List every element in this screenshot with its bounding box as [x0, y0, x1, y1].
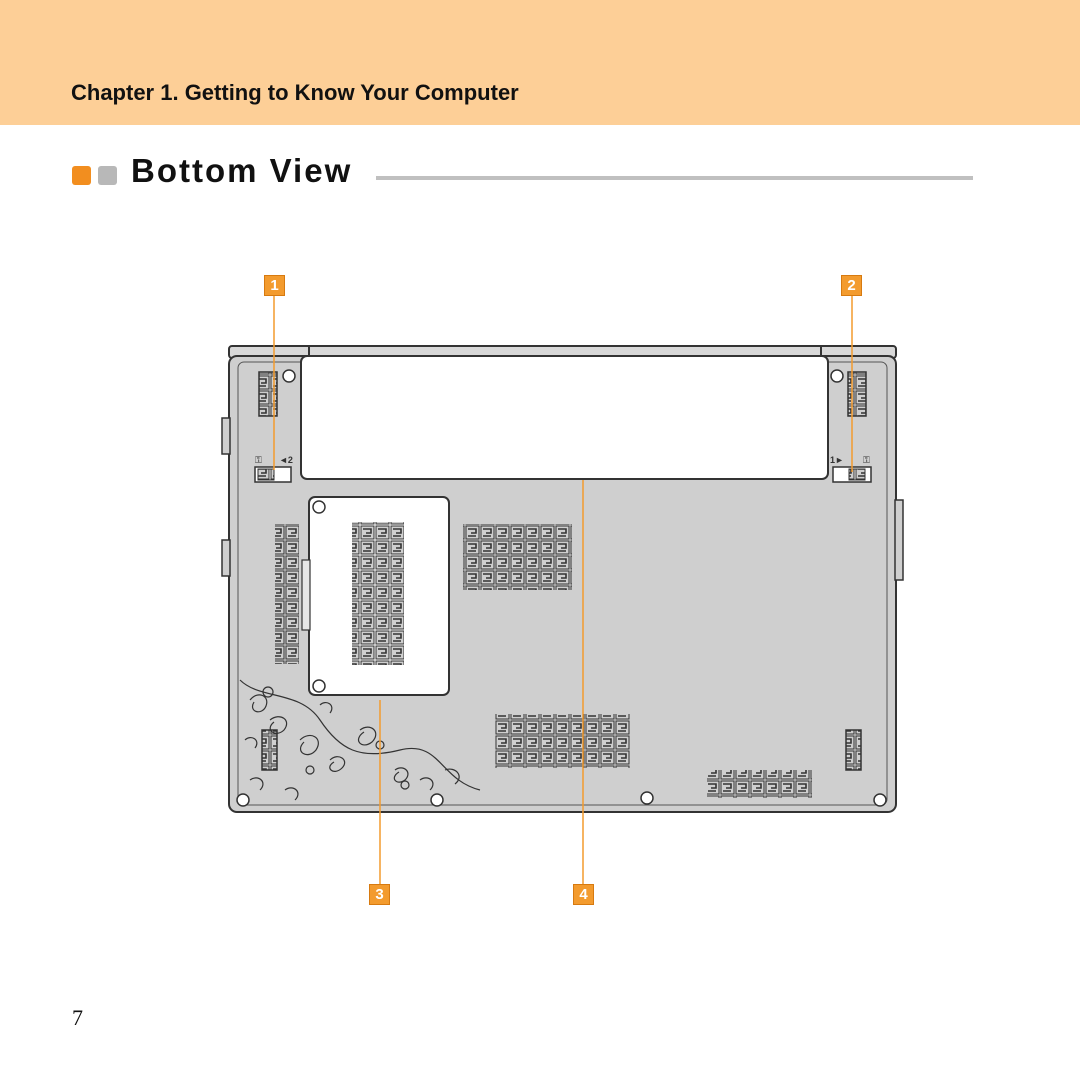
- vent-left: [275, 524, 299, 664]
- battery-latch-spring: 1► ⚿: [830, 455, 872, 483]
- header-band: [0, 0, 1080, 125]
- callout-1: 1: [264, 275, 285, 296]
- section-bullet-gray: [98, 166, 117, 185]
- section-bullet-orange: [72, 166, 91, 185]
- chapter-title: Chapter 1. Getting to Know Your Computer: [71, 80, 519, 105]
- callout-leaders: [273, 296, 853, 885]
- vent-center-bottom: [495, 714, 630, 768]
- floral-engraving: [239, 679, 481, 801]
- callout-3: 3: [369, 884, 390, 905]
- vent-bottom-right: [707, 770, 812, 798]
- svg-text:◄2: ◄2: [279, 455, 293, 465]
- section-title-rule: [376, 176, 973, 180]
- callout-4: 4: [573, 884, 594, 905]
- section-title: Bottom View: [131, 152, 353, 189]
- svg-text:1►: 1►: [830, 455, 844, 465]
- battery-pack: [300, 355, 829, 480]
- page-number: 7: [72, 1005, 83, 1030]
- svg-text:⚿: ⚿: [255, 455, 262, 465]
- svg-text:⚿: ⚿: [863, 455, 870, 465]
- vent-center-top: [463, 524, 572, 590]
- compartment-vent: [352, 522, 404, 665]
- battery-latch-manual: ⚿ ◄2: [254, 455, 293, 483]
- callout-2: 2: [841, 275, 862, 296]
